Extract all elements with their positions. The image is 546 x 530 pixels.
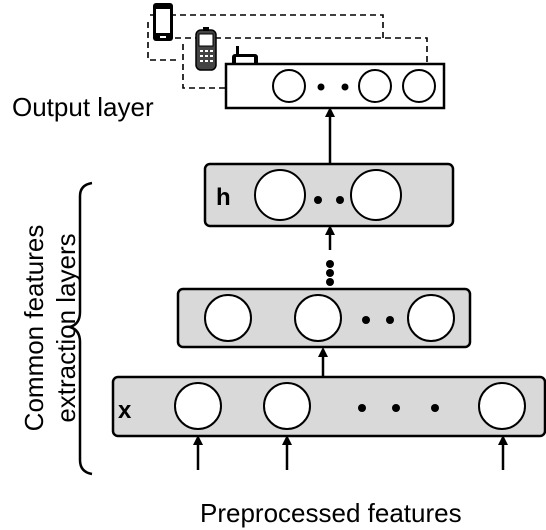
common-features-label-line2: extraction layers xyxy=(51,233,81,422)
ellipsis-dot xyxy=(392,404,400,412)
vertical-ellipsis-dot xyxy=(326,278,334,286)
left-curly-brace xyxy=(65,181,93,476)
hidden-layer-h: h xyxy=(203,162,455,228)
dashed-layer-outline-back xyxy=(150,14,384,38)
vertical-ellipsis-dot xyxy=(326,260,334,268)
ellipsis-dot xyxy=(317,83,325,91)
input-node xyxy=(174,382,222,430)
input-layer-x: x xyxy=(111,375,546,438)
smartphone-icon xyxy=(153,3,173,41)
vertical-ellipsis-dot xyxy=(326,269,334,277)
stacked-output-layers xyxy=(147,14,428,89)
cellphone-icon xyxy=(195,27,217,71)
preprocessed-features-label: Preprocessed features xyxy=(200,498,462,528)
input-node xyxy=(478,382,526,430)
hidden-layer-h-box xyxy=(203,162,455,228)
dashed-layer-outline-mid-left xyxy=(182,44,226,89)
dashed-layer-outline-back-left xyxy=(147,22,180,61)
output-node xyxy=(402,69,436,103)
input-node xyxy=(263,382,311,430)
output-layer xyxy=(224,62,446,110)
x-symbol: x xyxy=(118,397,132,424)
ellipsis-dot xyxy=(314,196,322,204)
ellipsis-dot xyxy=(431,404,439,412)
hidden-layer-middle xyxy=(176,287,472,349)
ellipsis-dot xyxy=(362,316,370,324)
hidden-node xyxy=(350,169,402,221)
common-features-label-line1: Common features xyxy=(19,225,49,432)
output-node xyxy=(272,69,306,103)
hidden-node xyxy=(204,294,252,342)
hidden-node xyxy=(407,294,455,342)
ellipsis-dot xyxy=(386,316,394,324)
output-node xyxy=(358,69,392,103)
ellipsis-dot xyxy=(336,196,344,204)
ellipsis-dot xyxy=(341,83,349,91)
dashed-layer-outline-mid xyxy=(175,37,428,62)
input-layer-x-box xyxy=(111,375,546,438)
ellipsis-dot xyxy=(358,404,366,412)
hidden-node xyxy=(294,294,342,342)
h-symbol: h xyxy=(216,184,231,211)
hidden-node xyxy=(254,169,306,221)
output-layer-label: Output layer xyxy=(12,92,154,122)
